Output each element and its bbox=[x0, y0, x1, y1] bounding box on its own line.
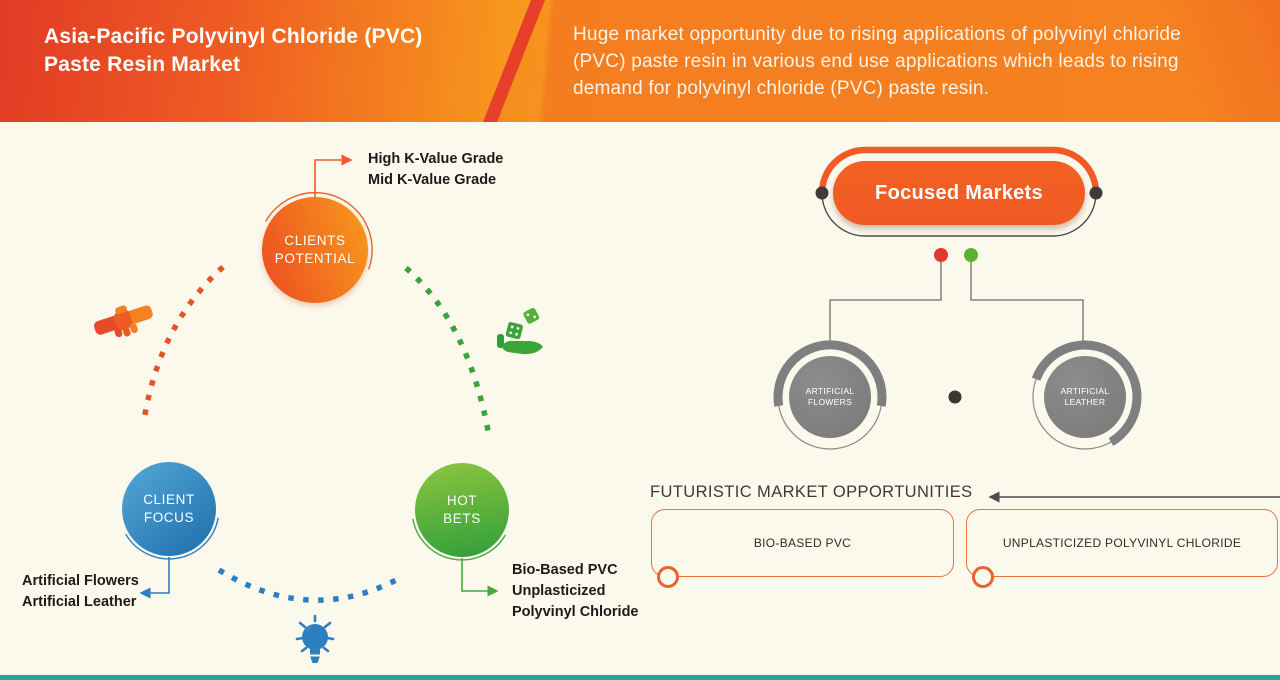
client-focus-label-line2: FOCUS bbox=[143, 510, 195, 525]
opportunity-box2-ring bbox=[972, 566, 994, 588]
artificial-callout-line1: Artificial Flowers bbox=[22, 573, 139, 589]
bio-callout-line1: Bio-Based PVC bbox=[512, 562, 618, 578]
page-title-line1: Asia-Pacific Polyvinyl Chloride (PVC) bbox=[44, 25, 423, 48]
clients-potential-connector bbox=[314, 154, 353, 198]
pill-end-dot-right bbox=[1089, 186, 1103, 200]
hot-bets-circle: HOT BETS bbox=[415, 463, 509, 557]
dotted-arc-blue bbox=[217, 567, 402, 603]
clients-potential-label: CLIENTS POTENTIAL bbox=[275, 232, 355, 268]
clients-potential-arc bbox=[264, 191, 373, 270]
center-dot bbox=[948, 390, 962, 404]
market-circle-artificial-leather: ARTIFICIAL LEATHER bbox=[1044, 356, 1126, 438]
header-diagonal-panel bbox=[0, 0, 545, 122]
header-description: Huge market opportunity due to rising ap… bbox=[573, 24, 1181, 99]
client-focus-circle: CLIENT FOCUS bbox=[122, 462, 216, 556]
dotted-arc-orange bbox=[141, 264, 225, 421]
branch-line-right bbox=[970, 262, 1084, 341]
market-circle-right-label: ARTIFICIAL LEATHER bbox=[1060, 386, 1110, 407]
market-circle-right-thick-arc bbox=[1031, 340, 1142, 446]
page-title-line2: Paste Resin Market bbox=[44, 53, 241, 76]
hot-bets-arc bbox=[412, 518, 506, 561]
branch-line-left bbox=[829, 262, 942, 341]
bio-callout: Bio-Based PVC Unplasticized Polyvinyl Ch… bbox=[512, 560, 639, 623]
hot-bets-label: HOT BETS bbox=[443, 492, 481, 528]
market-circle-left-label: ARTIFICIAL FLOWERS bbox=[805, 386, 855, 407]
opportunity-box2-label: UNPLASTICIZED POLYVINYL CHLORIDE bbox=[1002, 536, 1242, 550]
client-focus-label-line1: CLIENT bbox=[143, 492, 195, 507]
branch-dot-red bbox=[934, 248, 948, 262]
pill-outline-bottom bbox=[821, 192, 1097, 237]
client-focus-label: CLIENT FOCUS bbox=[143, 491, 195, 527]
bottom-accent-bar bbox=[0, 675, 1280, 680]
hot-bets-connector bbox=[461, 558, 499, 597]
lightbulb-icon bbox=[293, 606, 337, 673]
market-circle-artificial-flowers: ARTIFICIAL FLOWERS bbox=[789, 356, 871, 438]
clients-potential-label-line1: CLIENTS bbox=[284, 233, 346, 248]
page-title: Asia-Pacific Polyvinyl Chloride (PVC) Pa… bbox=[44, 23, 423, 79]
artificial-callout-line2: Artificial Leather bbox=[22, 594, 137, 610]
handshake-icon bbox=[92, 296, 156, 353]
futuristic-heading: FUTURISTIC MARKET OPPORTUNITIES bbox=[650, 483, 973, 501]
hot-bets-label-line2: BETS bbox=[443, 511, 481, 526]
kvalue-callout: High K-Value Grade Mid K-Value Grade bbox=[368, 149, 503, 191]
market-circle-left-thick-arc bbox=[773, 340, 887, 407]
kvalue-callout-line1: High K-Value Grade bbox=[368, 151, 504, 167]
bio-callout-line2: Unplasticized bbox=[512, 583, 606, 599]
pill-outline-top bbox=[818, 146, 1100, 194]
artificial-callout: Artificial Flowers Artificial Leather bbox=[22, 571, 139, 613]
clients-potential-circle: CLIENTS POTENTIAL bbox=[262, 197, 368, 303]
branch-dot-green bbox=[964, 248, 978, 262]
bio-callout-line3: Polyvinyl Chloride bbox=[512, 604, 639, 620]
dice-hand-icon bbox=[496, 304, 546, 365]
clients-potential-label-line2: POTENTIAL bbox=[274, 251, 356, 266]
opportunity-box1-label: BIO-BASED PVC bbox=[753, 536, 852, 550]
opportunity-box-unplasticized-pvc: UNPLASTICIZED POLYVINYL CHLORIDE bbox=[966, 509, 1278, 577]
hot-bets-label-line1: HOT bbox=[446, 493, 478, 508]
client-focus-connector bbox=[139, 557, 170, 599]
dotted-arc-green bbox=[404, 265, 492, 437]
opportunity-box1-ring bbox=[657, 566, 679, 588]
header-corner-shade bbox=[1150, 0, 1280, 122]
kvalue-callout-line2: Mid K-Value Grade bbox=[368, 172, 497, 188]
header-banner: Asia-Pacific Polyvinyl Chloride (PVC) Pa… bbox=[0, 0, 1280, 122]
opportunity-box-bio-based-pvc: BIO-BASED PVC bbox=[651, 509, 954, 577]
focused-markets-label: Focused Markets bbox=[875, 181, 1043, 204]
focused-markets-pill: Focused Markets bbox=[833, 161, 1085, 225]
pill-end-dot-left bbox=[815, 186, 829, 200]
client-focus-arc bbox=[125, 517, 219, 560]
